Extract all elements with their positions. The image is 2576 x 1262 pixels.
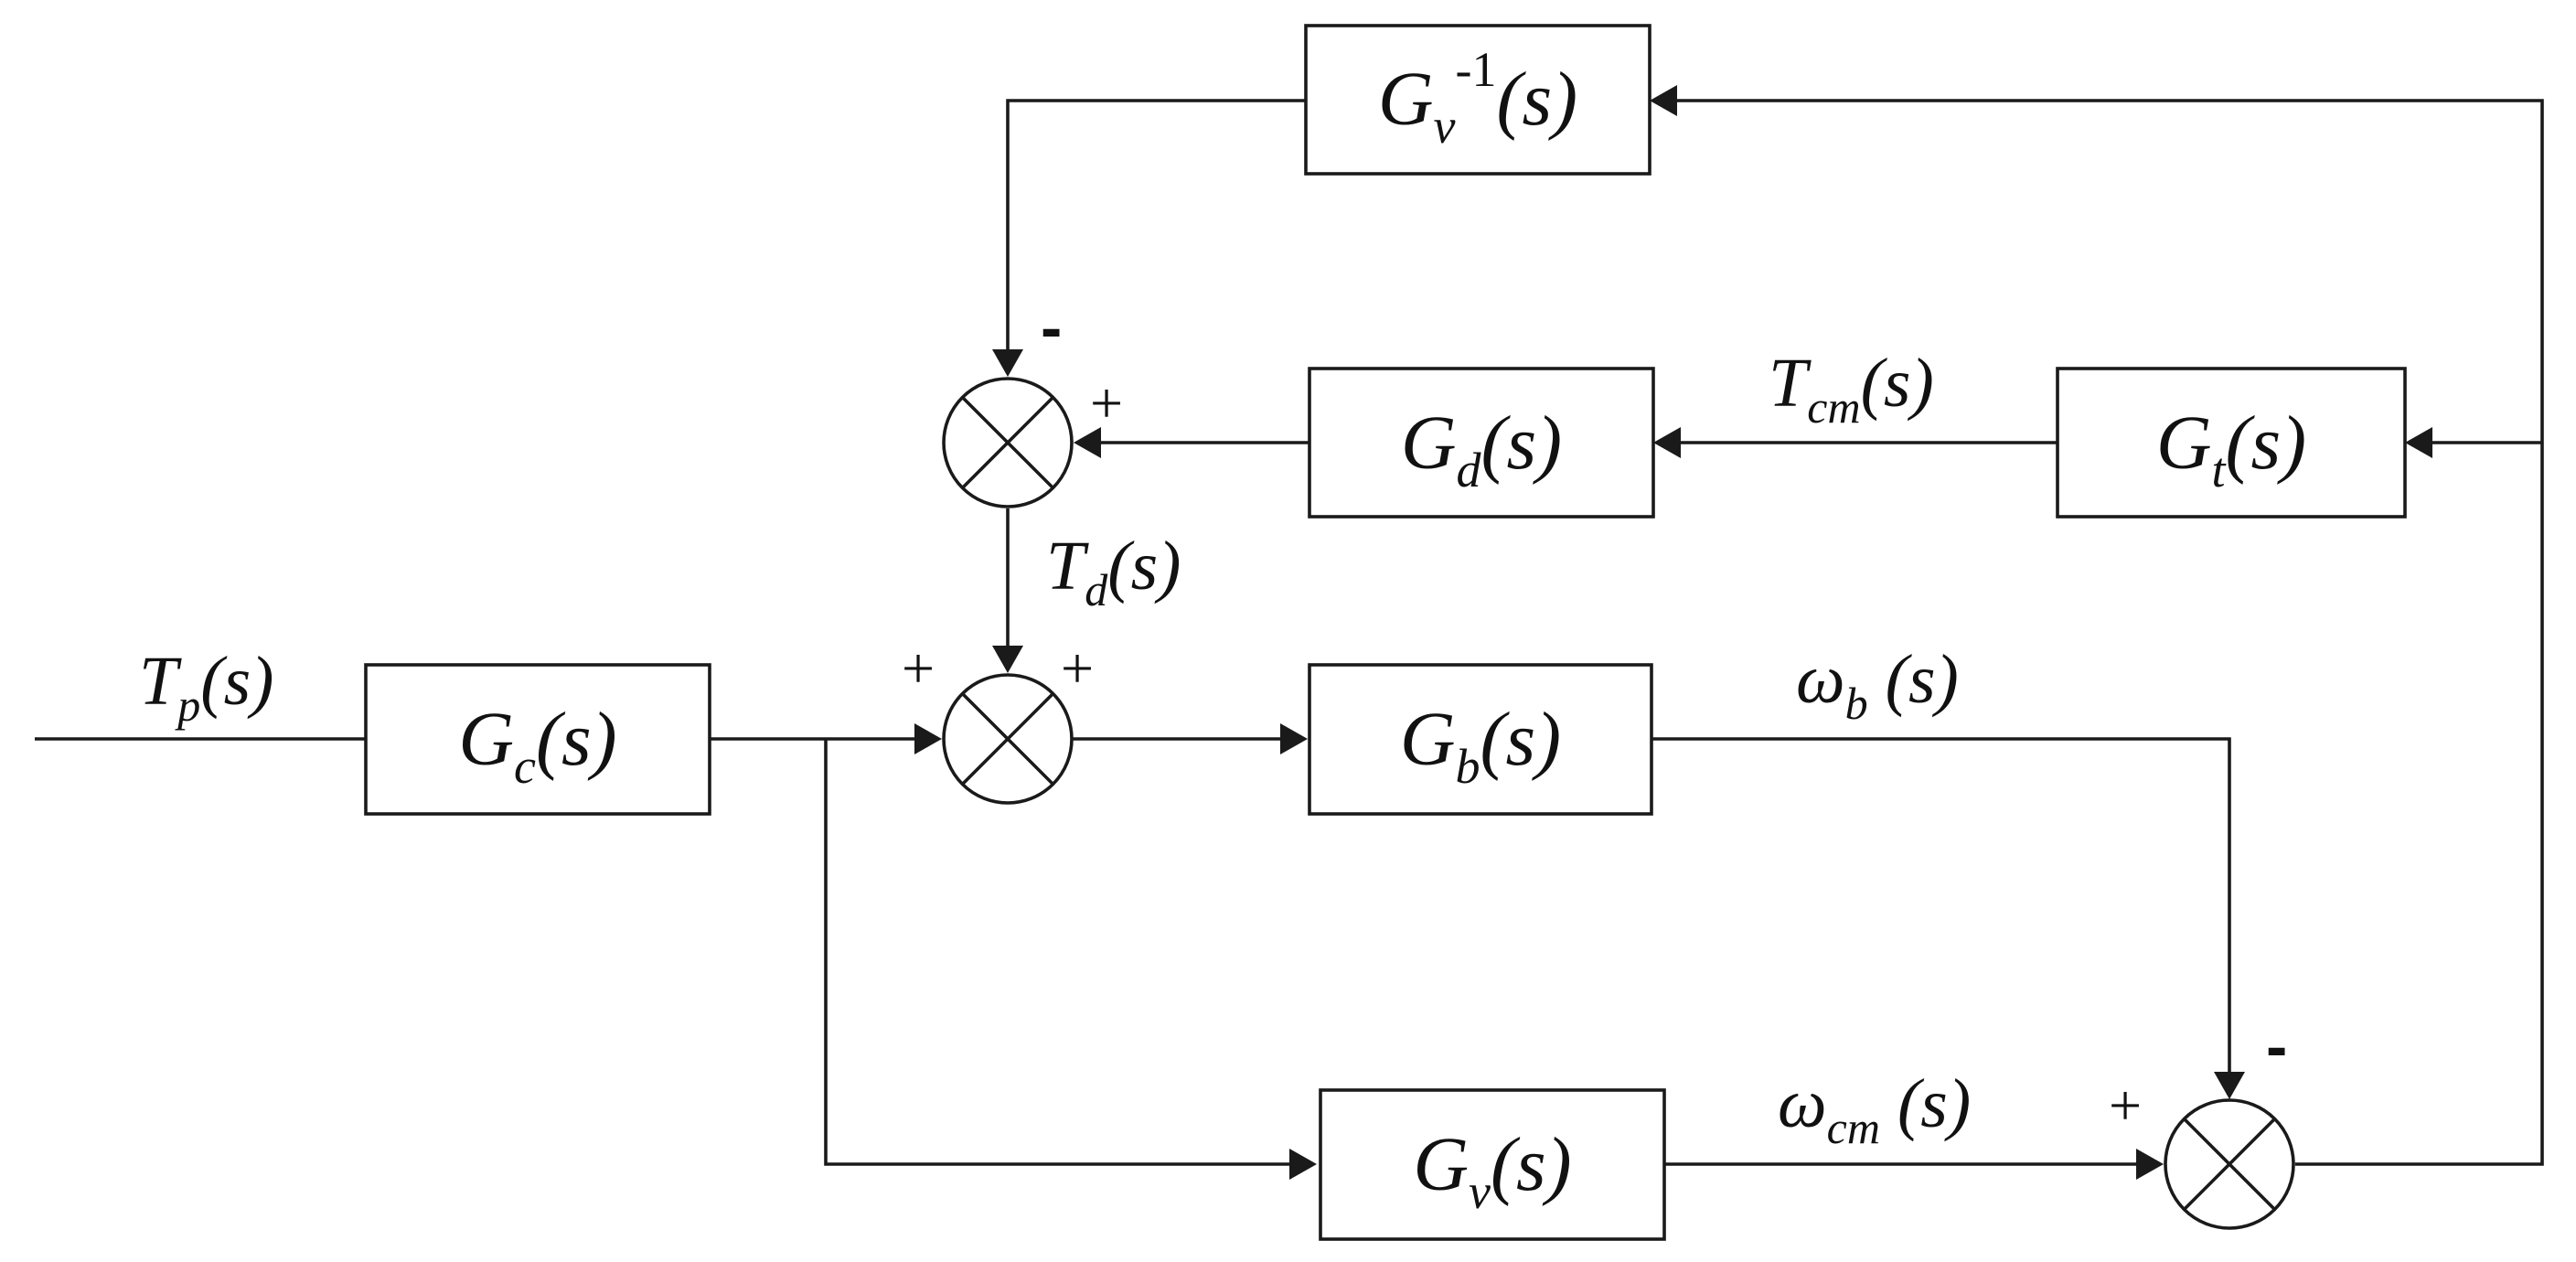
wire-feedback-rail [1677, 99, 2544, 1166]
arrow-to-bottom-junction-top [2214, 1072, 2245, 1099]
sign-mid-junction-left-plus: + [902, 636, 935, 701]
arrow-to-gd [1653, 427, 1681, 458]
arrow-to-mid-junction-top [992, 646, 1023, 673]
signal-label-tp: Tp(s) [139, 643, 273, 731]
arrow-to-gv-inverse [1650, 85, 1677, 116]
block-gd: Gd(s) [1308, 367, 1655, 519]
summing-junction-bottom [2164, 1098, 2295, 1230]
svg-text:Gt(s): Gt(s) [2156, 401, 2306, 497]
summing-junction-top [942, 377, 1074, 508]
sign-mid-junction-right-plus: + [1061, 636, 1094, 701]
svg-text:Gd(s): Gd(s) [1401, 401, 1562, 497]
arrow-to-top-junction-right [1074, 427, 1101, 458]
block-gv-inverse: Gv-1(s) [1304, 24, 1651, 176]
arrow-to-gv [1289, 1149, 1317, 1180]
svg-text:Gc(s): Gc(s) [458, 697, 616, 794]
signal-label-td: Td(s) [1046, 528, 1181, 615]
wire-gb-to-bottom-junction [1651, 737, 2231, 1072]
wire-gvinv-to-top-junction [1006, 99, 1306, 349]
sign-top-junction-plus: + [1090, 370, 1123, 435]
block-gt: Gt(s) [2056, 367, 2407, 519]
sign-bottom-junction-minus: - [2266, 1011, 2287, 1082]
arrow-to-top-junction-top [992, 349, 1023, 377]
svg-text:Gb(s): Gb(s) [1400, 697, 1561, 794]
arrow-to-bottom-junction-left [2136, 1149, 2164, 1180]
block-gb: Gb(s) [1308, 663, 1653, 816]
svg-text:Gv-1(s): Gv-1(s) [1378, 42, 1577, 154]
wire-branch-to-gv [824, 739, 1289, 1166]
block-gc: Gc(s) [364, 663, 711, 816]
arrow-to-gb [1280, 723, 1308, 754]
arrow-to-mid-junction [914, 723, 942, 754]
arrow-to-gt [2405, 427, 2432, 458]
sign-top-junction-minus: - [1041, 292, 1062, 363]
signal-label-tcm: Tcm(s) [1769, 345, 1934, 433]
signal-label-omega-b: ωb (s) [1796, 641, 1959, 729]
summing-junction-middle [942, 673, 1074, 805]
svg-text:Gv(s): Gv(s) [1413, 1122, 1571, 1219]
signal-label-omega-cm: ωcm (s) [1778, 1065, 1971, 1153]
sign-bottom-junction-plus: + [2109, 1073, 2142, 1138]
block-gv: Gv(s) [1319, 1088, 1666, 1241]
